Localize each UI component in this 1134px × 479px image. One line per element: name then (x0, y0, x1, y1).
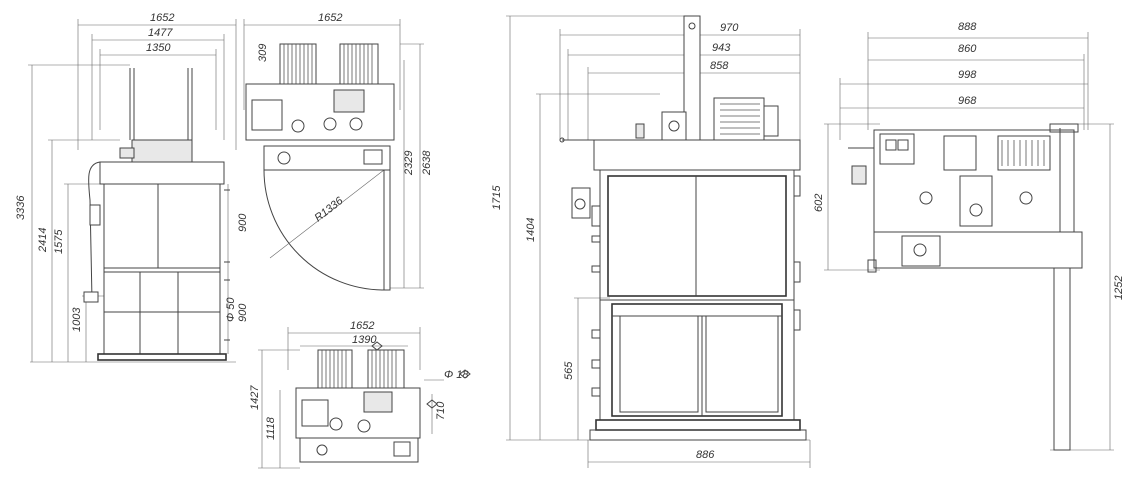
dim-label: 2329 (403, 151, 415, 176)
dim-label: 970 (720, 22, 739, 34)
view-side-right: 888 860 998 968 602 1252 (813, 21, 1125, 451)
view-front-large: 970 943 858 1715 1404 565 886 (491, 15, 811, 468)
dim-label: Φ 50 (225, 297, 237, 322)
dim-label: 998 (958, 69, 977, 81)
dim-label: 1427 (249, 385, 261, 410)
dim-label: 1003 (71, 307, 83, 332)
dim-label: 860 (958, 43, 977, 55)
dim-label: 1652 (318, 12, 342, 24)
dim-label: 309 (257, 44, 269, 62)
dim-label: 858 (710, 60, 729, 72)
fins (1001, 140, 1045, 166)
dim-label: 1715 (491, 185, 503, 210)
dim-label: 1252 (1113, 276, 1125, 300)
dim-label: 1390 (352, 334, 377, 346)
dim-label: 1404 (525, 218, 537, 242)
dim-label: 565 (563, 361, 575, 380)
dim-label: 2414 (37, 228, 49, 253)
fins (720, 103, 760, 135)
dim-label: 943 (712, 42, 731, 54)
dim-label: 1652 (350, 320, 374, 332)
dim-label: 888 (958, 21, 977, 33)
dim-label: 2638 (421, 150, 433, 176)
fins (283, 44, 373, 84)
dim-label: 900 (237, 303, 249, 322)
view-top-swing: 1652 309 2329 2638 (243, 12, 433, 291)
dim-label: 3336 (15, 195, 27, 220)
view-plan-small: 1652 1390 1427 1118 Φ 18 710 (249, 320, 471, 469)
fins (321, 350, 397, 388)
view-front-left: 1652 1477 1350 3336 2414 1575 1003 900 9… (15, 12, 249, 363)
dim-label: 968 (958, 95, 977, 107)
dim-label: 1118 (265, 416, 277, 440)
dim-label: R1336 (312, 194, 346, 224)
dim-label: 886 (696, 449, 715, 461)
dim-label: 1477 (148, 27, 173, 39)
dim-label: 1652 (150, 12, 174, 24)
dim-label: 1575 (53, 229, 65, 254)
dim-label: 1350 (146, 42, 171, 54)
dim-label: 900 (237, 213, 249, 232)
dim-label: 710 (435, 401, 447, 420)
dim-label: 602 (813, 194, 825, 212)
